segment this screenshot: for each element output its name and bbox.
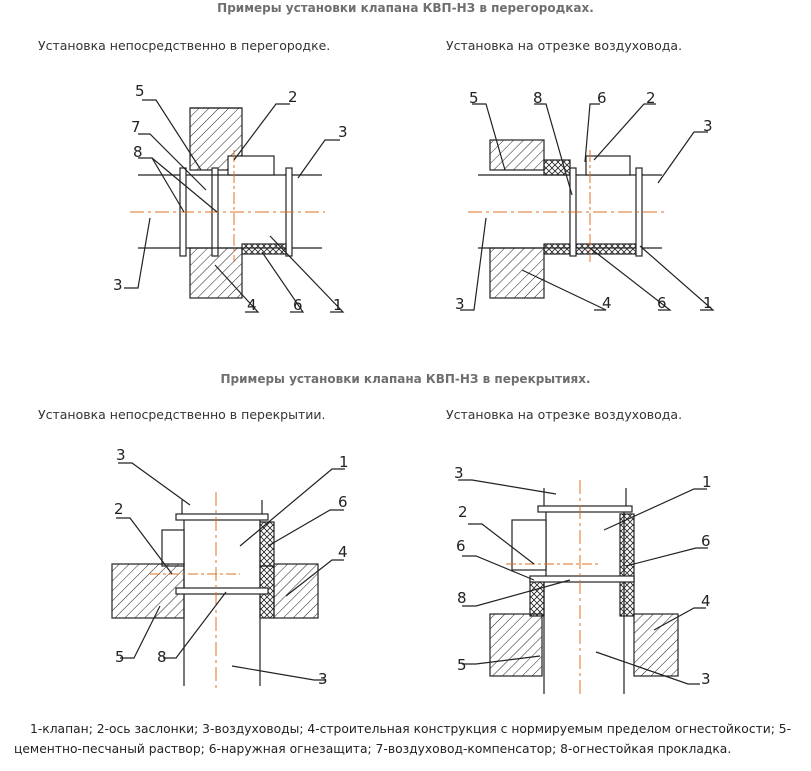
- label-4: 4: [247, 296, 257, 314]
- damper-housing: [161, 529, 185, 567]
- bl-labels: 3 1 2 6 4 5 8 3: [114, 446, 349, 688]
- label-1: 1: [333, 296, 343, 314]
- label-2: 2: [114, 500, 124, 518]
- diagram-floor-duct: [458, 479, 708, 698]
- diagram-partition-direct: [124, 99, 345, 313]
- label-6: 6: [338, 493, 348, 511]
- caption-floor-direct: Установка непосредственно в перекрытии.: [38, 407, 326, 422]
- damper-housing: [227, 155, 275, 176]
- label-6: 6: [701, 532, 711, 550]
- installation-drawings: 5 2 7 3 8 3 4 6 1 5 8: [111, 82, 715, 698]
- label-3b: 3: [701, 670, 711, 688]
- wall-upper: [489, 139, 545, 171]
- diagram-floor-direct: [111, 462, 345, 690]
- label-3: 3: [338, 123, 348, 141]
- label-8: 8: [457, 589, 467, 607]
- title-floors: Примеры установки клапана КВП-НЗ в перек…: [220, 372, 591, 386]
- damper-housing: [511, 519, 547, 571]
- caption-partition-direct: Установка непосредственно в перегородке.: [38, 38, 331, 53]
- label-4: 4: [602, 294, 612, 312]
- floor-left: [111, 563, 185, 619]
- label-5: 5: [469, 89, 479, 107]
- br-labels: 3 1 2 6 6 4 8 5 3: [454, 464, 712, 688]
- label-4: 4: [701, 592, 711, 610]
- label-3: 3: [454, 464, 464, 482]
- legend-text: 1-клапан; 2-ось заслонки; 3-воздуховоды;…: [14, 722, 792, 756]
- damper-housing: [585, 155, 631, 176]
- label-1: 1: [339, 453, 349, 471]
- tl-labels: 5 2 7 3 8 3 4 6 1: [113, 82, 348, 314]
- label-5: 5: [115, 648, 125, 666]
- label-5: 5: [457, 656, 467, 674]
- floor-right: [633, 613, 679, 677]
- label-8: 8: [157, 648, 167, 666]
- label-3: 3: [703, 117, 713, 135]
- label-6b: 6: [657, 294, 667, 312]
- label-3b: 3: [455, 295, 465, 313]
- label-8: 8: [133, 143, 143, 161]
- tr-labels: 5 8 6 2 3 3 4 6 1: [455, 89, 713, 313]
- label-2: 2: [458, 503, 468, 521]
- label-5: 5: [135, 82, 145, 100]
- caption-floor-duct: Установка на отрезке воздуховода.: [446, 407, 683, 422]
- label-8: 8: [533, 89, 543, 107]
- label-4: 4: [338, 543, 348, 561]
- diagram-partition-duct: [460, 103, 715, 311]
- label-6: 6: [293, 296, 303, 314]
- label-2: 2: [288, 88, 298, 106]
- floor-right: [273, 563, 319, 619]
- label-7: 7: [131, 118, 141, 136]
- wall-lower: [489, 247, 545, 299]
- label-6b: 6: [456, 537, 466, 555]
- title-partitions: Примеры установки клапана КВП-НЗ в перег…: [217, 1, 594, 15]
- label-3b: 3: [318, 670, 328, 688]
- label-2: 2: [646, 89, 656, 107]
- caption-partition-duct: Установка на отрезке воздуховода.: [446, 38, 683, 53]
- label-6: 6: [597, 89, 607, 107]
- floor-left: [489, 613, 543, 677]
- label-1: 1: [702, 473, 712, 491]
- label-3: 3: [116, 446, 126, 464]
- label-1: 1: [703, 294, 713, 312]
- label-3b: 3: [113, 276, 123, 294]
